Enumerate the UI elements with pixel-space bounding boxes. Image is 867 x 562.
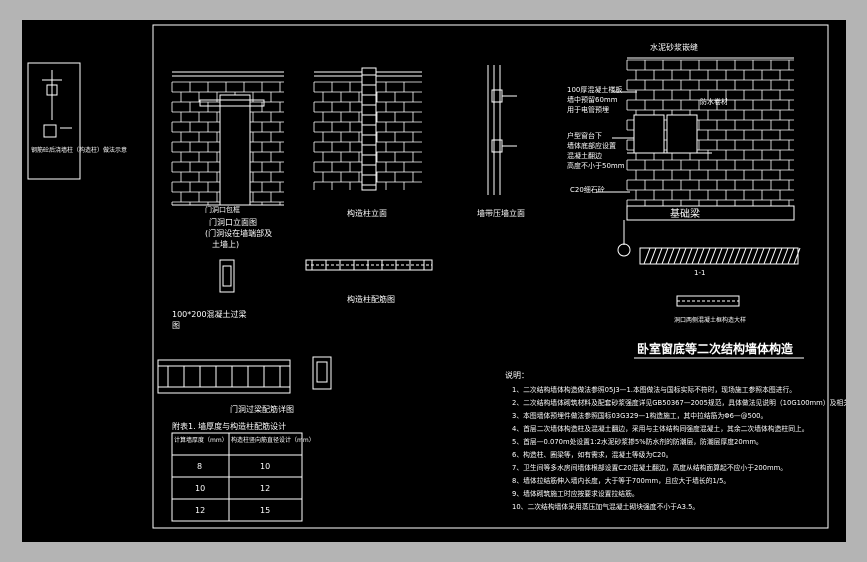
tie-caption: 构造柱配筋图 (347, 294, 395, 304)
ladder-reinforcement: 门洞过梁配筋详图 (157, 356, 332, 414)
table-r1c1: 8 (197, 462, 202, 471)
window-wall-detail: 水泥砂浆嵌缝 基础梁 100厚混凝土楼板 墙中预留60mm 用于电管预埋 户型窗… (567, 42, 795, 257)
door-elevation: 门洞口包框 门洞口立面图 (门洞设在墙端部及 土墙上) (171, 71, 284, 249)
door-elev-caption: 门洞口立面图 (209, 217, 257, 227)
main-title: 卧室窗底等二次结构墙体构造 (637, 341, 794, 356)
table-col-b: 构造柱竖向筋直径设计（mm） (231, 436, 315, 444)
door-elev-sub2: 土墙上) (212, 239, 239, 249)
note-line-2: 2、二次结构墙体砌筑材料及配套砂浆强度详见GB50367—2005规范，具体做法… (512, 398, 846, 407)
note-line-8: 8、墙体拉结筋伸入墙内长度，大于等于700mm，且应大于墙长的1/5。 (512, 476, 730, 485)
note-8: 高度不小于50mm (567, 161, 625, 170)
cad-drawing: 钢筋砼后浇墙柱（构造柱）做法示意 门洞口包框 门洞口立面图 (门洞设在墙端部及 … (27, 24, 846, 529)
table-col-a: 计算墙厚度（mm） (174, 436, 228, 444)
left-note: 钢筋砼后浇墙柱（构造柱）做法示意 (31, 146, 127, 154)
tie-bar-detail: 构造柱配筋图 (305, 259, 433, 304)
note-9: C20细石砼 (570, 185, 605, 194)
note-line-1: 1、二次结构墙体构造做法参照05J3—1.本图做法与国标实际不符时，现场施工参照… (512, 385, 796, 394)
note-5: 墙体底部应设置 (567, 141, 616, 150)
design-table: 附表1. 墙厚度与构造柱配筋设计 计算墙厚度（mm） 构造柱竖向筋直径设计（mm… (171, 421, 315, 522)
lintel-section-caption: 100*200混凝土过梁 (172, 309, 247, 319)
section-hatch-strip: 1-1 (639, 247, 801, 277)
pilaster-caption: 墙带压墙立面 (477, 208, 525, 218)
note-1: 100厚混凝土楼板 (567, 85, 622, 94)
small-beam-detail: 洞口两侧混凝土框构造大样 (674, 295, 746, 324)
ladder-caption: 门洞过梁配筋详图 (230, 404, 294, 414)
section-label: 1-1 (694, 269, 705, 277)
left-sheet-detail (42, 70, 72, 138)
table-r2c1: 10 (195, 484, 205, 493)
pilaster-detail (487, 65, 517, 195)
right-top-label: 水泥砂浆嵌缝 (650, 42, 698, 52)
table-r2c2: 12 (260, 484, 270, 493)
note-6: 混凝土翻边 (567, 151, 602, 160)
note-line-6: 6、构造柱、圈梁等，如有需求，混凝土等级为C20。 (512, 450, 672, 459)
table-r1c2: 10 (260, 462, 270, 471)
note-line-9: 9、墙体砌筑施工时应按要求设置拉结筋。 (512, 489, 639, 498)
table-r3c2: 15 (260, 506, 270, 515)
note-line-3: 3、本图墙体预埋件做法参照国标03G329—1构造施工，其中拉结筋为Φ6—@50… (512, 411, 767, 420)
brick-elev-caption: 构造柱立面 (347, 208, 387, 218)
detail-caption: 洞口两侧混凝土框构造大样 (674, 316, 746, 324)
note-4: 户型窗台下 (567, 131, 602, 140)
note-7: 防水卷材 (700, 97, 728, 106)
left-sheet-frame (27, 62, 81, 180)
door-frame-label: 门洞口包框 (205, 205, 240, 214)
note-3: 用于电管预埋 (567, 105, 609, 114)
note-line-7: 7、卫生间等多水房间墙体根部设置C20混凝土翻边，高度从结构面算起不应小于200… (512, 463, 787, 472)
main-sheet-border (152, 24, 829, 529)
section-marker-circle (617, 243, 631, 257)
note-line-10: 10、二次结构墙体采用蒸压加气混凝土砌块强度不小于A3.5。 (512, 502, 699, 511)
table-title: 附表1. 墙厚度与构造柱配筋设计 (172, 421, 286, 431)
drawing-canvas: 钢筋砼后浇墙柱（构造柱）做法示意 门洞口包框 门洞口立面图 (门洞设在墙端部及 … (22, 20, 846, 542)
column-elevation: 构造柱立面 (313, 67, 422, 218)
table-r3c1: 12 (195, 506, 205, 515)
beam-label: 基础梁 (670, 207, 700, 220)
notes-title: 说明： (505, 370, 529, 380)
lintel-caption2: 图 (172, 321, 180, 330)
note-2: 墙中预留60mm (567, 95, 618, 104)
note-line-4: 4、首层二次墙体构造柱及混凝土翻边，采用与主体结构同强度混凝土，其余二次墙体构造… (512, 424, 809, 433)
lintel-section (219, 259, 235, 293)
note-line-5: 5、首层—0.070m处设置1:2水泥砂浆掺5%防水剂的防潮层，防潮层厚度20m… (512, 437, 763, 446)
door-elev-sub: (门洞设在墙端部及 (205, 228, 272, 238)
